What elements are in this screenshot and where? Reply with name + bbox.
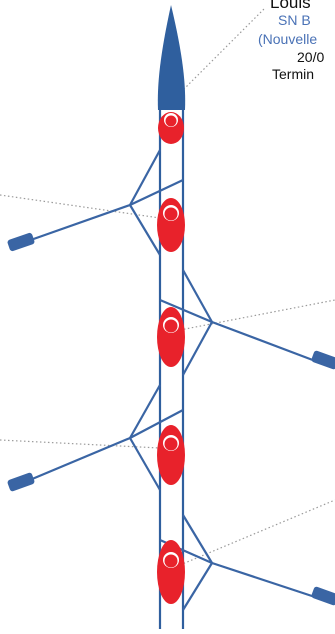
oar-3: [25, 438, 130, 482]
race-status: Termin: [272, 66, 314, 82]
rower-3: [157, 307, 185, 367]
oar-4: [212, 563, 318, 598]
oar-blade-4: [311, 586, 335, 606]
club-region: (Nouvelle: [258, 31, 317, 47]
race-date: 20/0: [297, 49, 324, 65]
rower-2: [157, 198, 185, 252]
oar-2: [212, 322, 318, 362]
rower-4: [157, 425, 185, 485]
club-name: SN B: [278, 12, 311, 28]
oar-blade-1: [7, 232, 35, 252]
oar-blade-3: [7, 472, 36, 492]
leader-line-card: [178, 8, 265, 95]
leader-line-4: [180, 500, 335, 565]
oar-blade-2: [311, 350, 335, 370]
rower-1: [158, 112, 184, 144]
oar-1: [25, 205, 130, 242]
rower-5: [157, 540, 185, 604]
bow-tip: [158, 5, 185, 110]
